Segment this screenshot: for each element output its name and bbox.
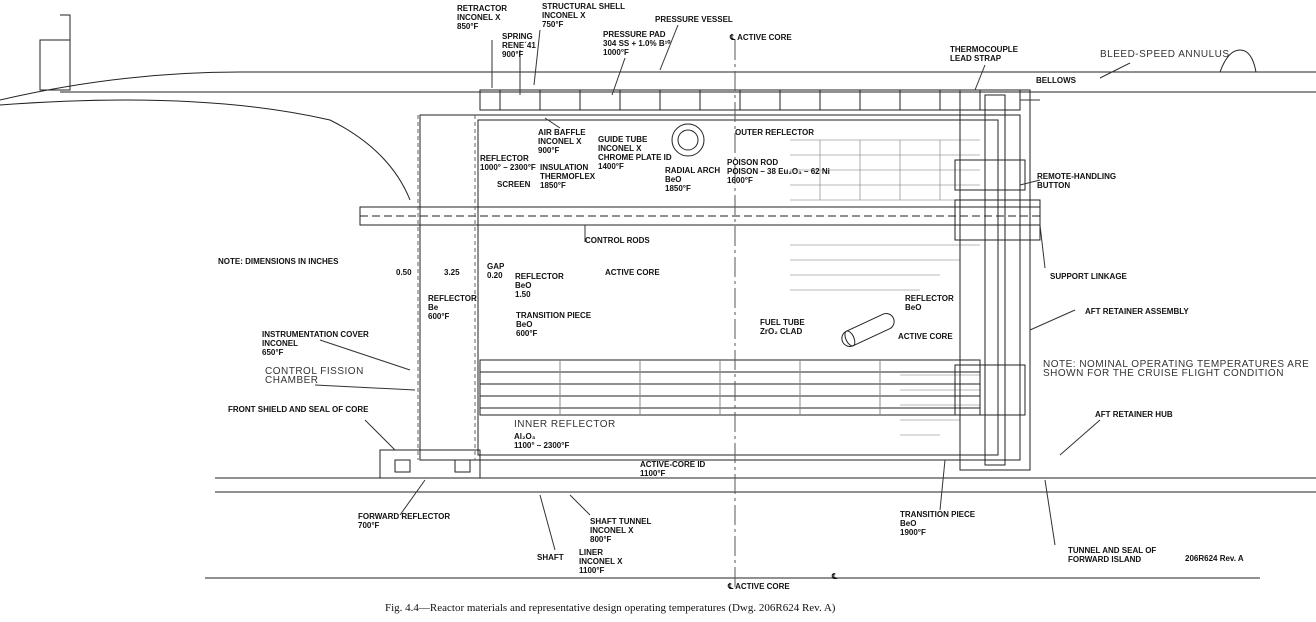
- left-flange: [39, 14, 71, 91]
- label-outer-reflector: OUTER REFLECTOR: [735, 128, 814, 137]
- label-spring: SPRING RENE´41 900°F: [502, 32, 536, 59]
- label-shaft-tunnel: SHAFT TUNNEL INCONEL X 800°F: [590, 517, 652, 544]
- label-instrumentation-cover: INSTRUMENTATION COVER INCONEL 650°F: [262, 330, 369, 357]
- label-air-baffle: AIR BAFFLE INCONEL X 900°F: [538, 128, 586, 155]
- label-active-core-bottom: ℄ ACTIVE CORE: [728, 582, 790, 591]
- pressure-vessel-line: [0, 71, 1316, 101]
- label-structural-shell: STRUCTURAL SHELL INCONEL X 750°F: [542, 2, 625, 29]
- label-control-rods: CONTROL RODS: [585, 236, 650, 245]
- label-shaft: SHAFT: [537, 553, 564, 562]
- label-radial-arch: RADIAL ARCH BeO 1850°F: [665, 166, 721, 193]
- label-dim-gap: GAP 0.20: [487, 262, 505, 280]
- label-screen: SCREEN: [497, 180, 531, 189]
- top-ribs: [479, 89, 1021, 111]
- label-inner-reflector: INNER REFLECTOR: [514, 419, 616, 430]
- aft-retainer: [954, 89, 1041, 471]
- label-retractor: RETRACTOR INCONEL X 850°F: [457, 4, 508, 31]
- label-dim-050: 0.50: [396, 268, 412, 277]
- guide-tube-inner: [677, 129, 699, 151]
- label-bleed-speed: BLEED-SPEED ANNULUS: [1100, 49, 1230, 60]
- label-insulation: INSULATION THERMOFLEX 1850°F: [540, 163, 596, 190]
- label-guide-tube: GUIDE TUBE INCONEL X CHROME PLATE ID 140…: [598, 135, 672, 171]
- forward-flange: [379, 449, 481, 479]
- label-aft-retainer-hub: AFT RETAINER HUB: [1095, 410, 1173, 419]
- label-active-core-right: ACTIVE CORE: [898, 332, 953, 341]
- label-forward-reflector: FORWARD REFLECTOR 700°F: [358, 512, 451, 530]
- label-active-core-mid: ACTIVE CORE: [605, 268, 660, 277]
- label-support-linkage: SUPPORT LINKAGE: [1050, 272, 1127, 281]
- label-reflector-beo-right: REFLECTOR BeO: [905, 294, 954, 312]
- label-transition-piece-left: TRANSITION PIECE BeO 600°F: [516, 311, 592, 338]
- label-note-temperatures: NOTE: NOMINAL OPERATING TEMPERATURES ARE…: [1043, 359, 1310, 379]
- bleed-annulus-contour: [1000, 49, 1257, 73]
- label-dim-325: 3.25: [444, 268, 460, 277]
- label-bellows: BELLOWS: [1036, 76, 1076, 85]
- label-note-dimensions: NOTE: DIMENSIONS IN INCHES: [218, 257, 339, 266]
- label-thermocouple: THERMOCOUPLE LEAD STRAP: [950, 45, 1018, 63]
- forward-curve: [0, 99, 411, 201]
- label-poison-rod: POISON ROD POISON – 38 Eu₂O₃ – 62 Ni 160…: [727, 158, 830, 185]
- outer-reflector-box: [477, 119, 999, 456]
- label-reflector-be: REFLECTOR Be 600°F: [428, 294, 477, 321]
- label-tunnel-seal: TUNNEL AND SEAL OF FORWARD ISLAND: [1068, 546, 1157, 564]
- drawing-number: 206R624 Rev. A: [1185, 554, 1244, 563]
- label-aft-retainer-assembly: AFT RETAINER ASSEMBLY: [1085, 307, 1189, 316]
- label-control-fission: CONTROL FISSION CHAMBER: [265, 366, 364, 386]
- label-remote-handling: REMOTE-HANDLING BUTTON: [1037, 172, 1117, 190]
- label-cl-mark: ℄: [832, 572, 838, 581]
- label-transition-piece-right: TRANSITION PIECE BeO 1900°F: [900, 510, 976, 537]
- guide-tube-section: [671, 123, 705, 157]
- fuel-tube-sketch: [841, 313, 895, 347]
- label-pressure-pad: PRESSURE PAD 304 SS + 1.0% B¹⁰ 1000°F: [603, 30, 671, 57]
- label-active-core-id: ACTIVE-CORE ID 1100°F: [640, 460, 706, 478]
- label-reflector-beo-150: REFLECTOR BeO 1.50: [515, 272, 564, 299]
- label-fuel-tube: FUEL TUBE ZrO₂ CLAD: [760, 318, 805, 336]
- label-active-core-top: ℄ ACTIVE CORE: [730, 33, 792, 42]
- figure-caption: Fig. 4.4—Reactor materials and represent…: [385, 602, 836, 614]
- fuel-channels: [479, 359, 981, 416]
- label-reflector-top: REFLECTOR 1000° – 2300°F: [480, 154, 536, 172]
- leader-lines: [314, 24, 1131, 551]
- reactor-body: [419, 114, 1021, 461]
- left-dim-line: [417, 115, 476, 460]
- label-liner: LINER INCONEL X 1100°F: [579, 548, 623, 575]
- label-pressure-vessel: PRESSURE VESSEL: [655, 15, 733, 24]
- label-front-shield: FRONT SHIELD AND SEAL OF CORE: [228, 405, 369, 414]
- label-inner-reflector-mat: Al₂O₃ 1100° – 2300°F: [514, 432, 570, 450]
